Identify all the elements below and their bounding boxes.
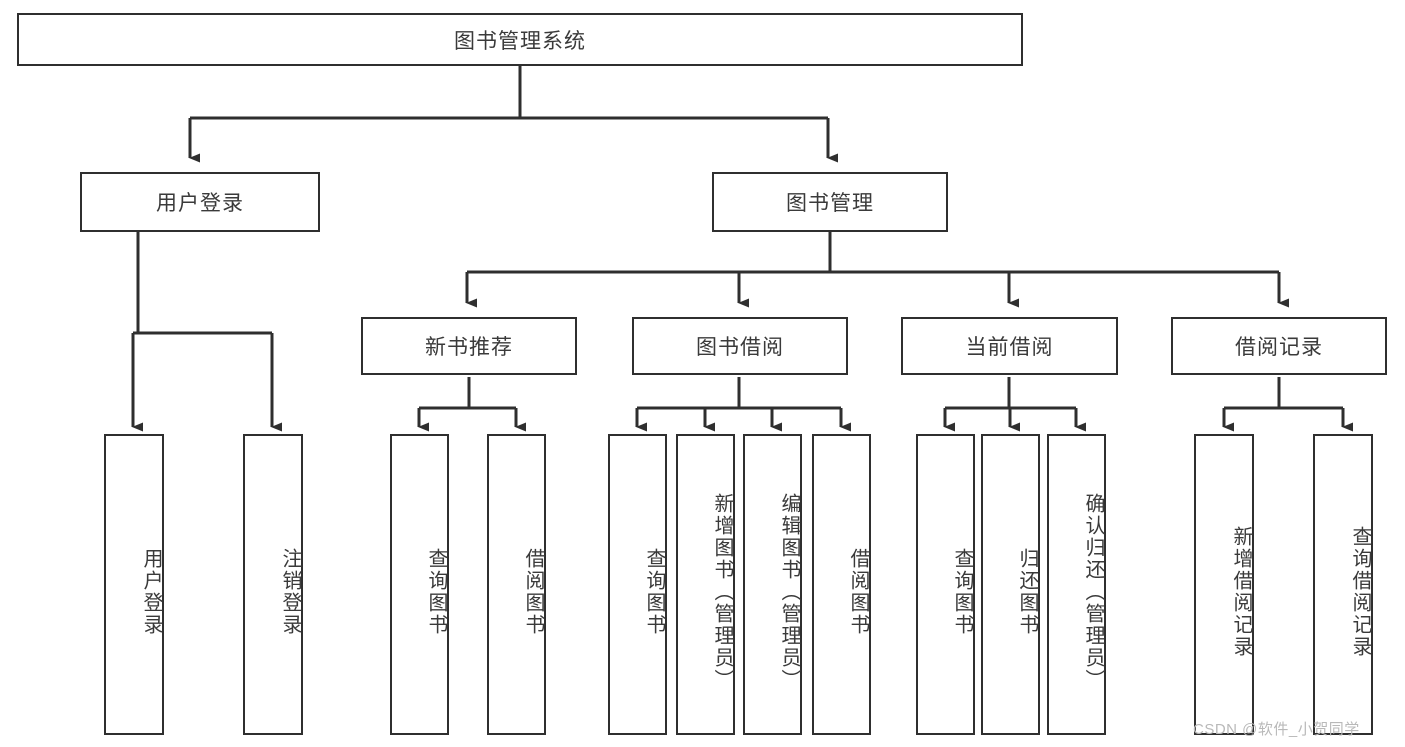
node-root-system[interactable]: 图书管理系统	[17, 13, 1023, 66]
leaf-record-query-record[interactable]: 查询借阅记录	[1313, 434, 1373, 735]
node-book-management[interactable]: 图书管理	[712, 172, 948, 232]
leaf-current-confirm-return-admin[interactable]: 确认归还（管理员）	[1047, 434, 1106, 735]
node-label: 确认归还（管理员）	[1082, 492, 1104, 691]
leaf-user-login-login[interactable]: 用户登录	[104, 434, 164, 735]
leaf-recommend-borrow-book[interactable]: 借阅图书	[487, 434, 546, 735]
leaf-borrow-edit-book-admin[interactable]: 编辑图书（管理员）	[743, 434, 802, 735]
node-label: 用户登录	[140, 547, 162, 636]
node-label: 查询图书	[425, 547, 447, 636]
node-book-borrow[interactable]: 图书借阅	[632, 317, 848, 375]
node-label: 图书管理系统	[454, 29, 586, 53]
node-user-login[interactable]: 用户登录	[80, 172, 320, 232]
leaf-record-add-record[interactable]: 新增借阅记录	[1194, 434, 1254, 735]
node-label: 归还图书	[1016, 547, 1038, 636]
node-label: 新增图书（管理员）	[711, 492, 733, 691]
leaf-borrow-borrow-book[interactable]: 借阅图书	[812, 434, 871, 735]
node-label: 编辑图书（管理员）	[778, 492, 800, 691]
leaf-user-login-logout[interactable]: 注销登录	[243, 434, 303, 735]
node-label: 新书推荐	[425, 336, 513, 359]
node-label: 图书借阅	[696, 336, 784, 359]
leaf-recommend-query-book[interactable]: 查询图书	[390, 434, 449, 735]
leaf-borrow-query-book[interactable]: 查询图书	[608, 434, 667, 735]
node-label: 借阅图书	[522, 547, 544, 636]
leaf-current-query-book[interactable]: 查询图书	[916, 434, 975, 735]
node-label: 用户登录	[156, 192, 244, 215]
node-label: 当前借阅	[965, 336, 1054, 359]
node-borrow-record[interactable]: 借阅记录	[1171, 317, 1387, 375]
csdn-watermark: CSDN @软件_小贺同学	[1193, 721, 1360, 738]
node-label: 查询图书	[951, 547, 973, 636]
node-new-book-recommend[interactable]: 新书推荐	[361, 317, 577, 375]
node-label: 新增借阅记录	[1230, 525, 1252, 658]
node-label: 借阅记录	[1235, 336, 1323, 359]
node-label: 注销登录	[279, 547, 301, 636]
leaf-current-return-book[interactable]: 归还图书	[981, 434, 1040, 735]
leaf-borrow-add-book-admin[interactable]: 新增图书（管理员）	[676, 434, 735, 735]
node-label: 查询图书	[643, 547, 665, 636]
node-current-borrow[interactable]: 当前借阅	[901, 317, 1118, 375]
node-label: 图书管理	[786, 192, 874, 215]
node-label: 借阅图书	[847, 547, 869, 636]
node-label: 查询借阅记录	[1349, 525, 1371, 658]
